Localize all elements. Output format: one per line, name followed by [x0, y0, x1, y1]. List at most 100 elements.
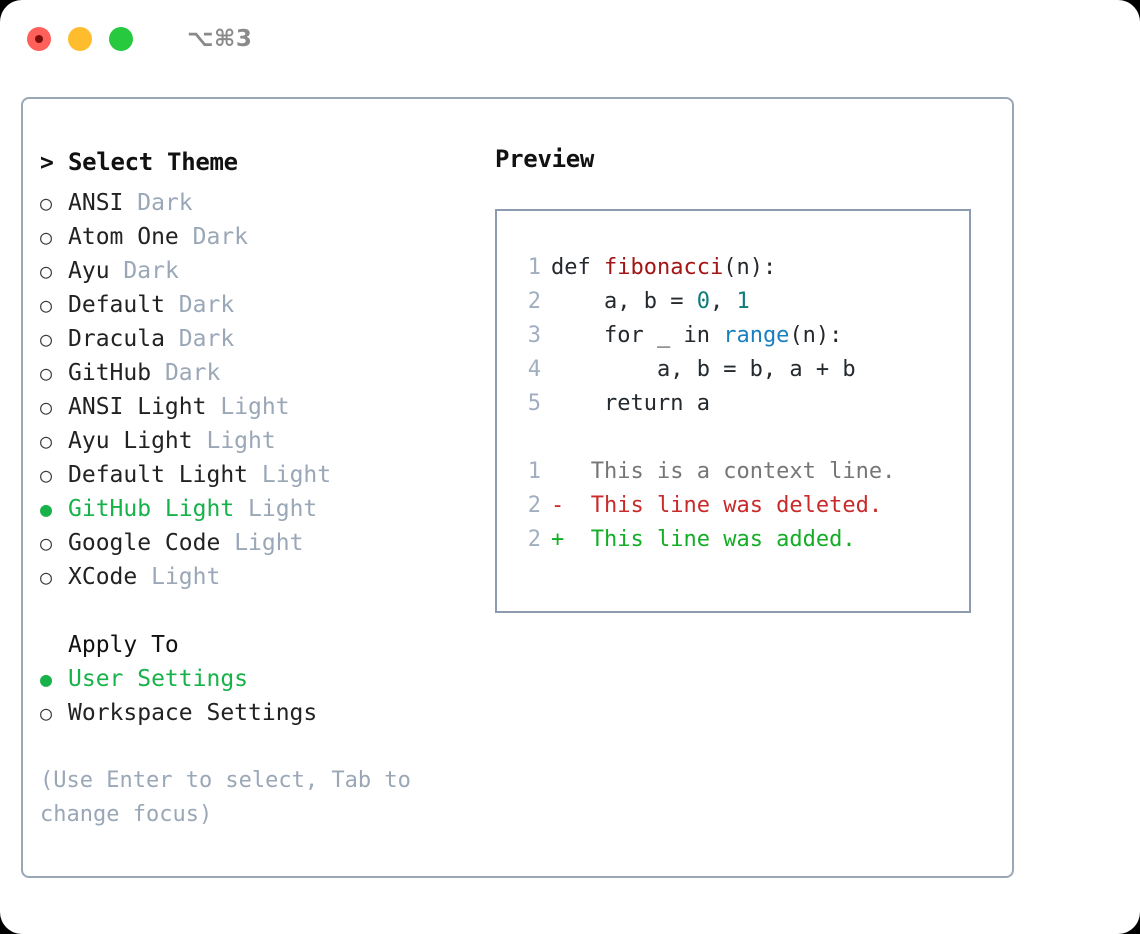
- code-line: 2 a, b = 0, 1: [513, 285, 969, 319]
- theme-name: GitHub Light: [68, 496, 235, 522]
- theme-option[interactable]: ○ Default Light Light: [40, 458, 495, 492]
- theme-variant: Light: [220, 394, 290, 420]
- apply-to-list: ● User Settings ○ Workspace Settings: [40, 662, 495, 730]
- theme-variant: Light: [234, 530, 304, 556]
- theme-name: GitHub: [68, 360, 152, 386]
- code-token: (n):: [789, 323, 843, 348]
- apply-to-label: Apply To: [68, 632, 179, 658]
- title-bar: ⌥⌘3: [0, 0, 1140, 78]
- radio-unselected-icon: ○: [40, 701, 53, 725]
- code-token: ,: [709, 289, 737, 314]
- radio-unselected-icon: ○: [40, 395, 53, 419]
- diff-sign: +: [551, 527, 565, 552]
- diff-text: This is a context line.: [590, 459, 896, 484]
- theme-name: Atom One: [68, 224, 179, 250]
- code-token-number: 1: [736, 289, 750, 314]
- theme-list: ○ ANSI Dark ○ Atom One Dark ○ Ayu Dark ○…: [40, 186, 495, 594]
- theme-option[interactable]: ○ Atom One Dark: [40, 220, 495, 254]
- theme-name: ANSI Light: [68, 394, 207, 420]
- caret-icon: >: [40, 150, 54, 176]
- code-token: return a: [603, 391, 710, 416]
- code-token-function: fibonacci: [603, 255, 724, 280]
- theme-variant: Dark: [123, 258, 179, 284]
- diff-text: This line was added.: [590, 527, 856, 552]
- preview-title: Preview: [495, 145, 595, 173]
- line-number: 2: [527, 527, 541, 552]
- theme-name: Ayu: [68, 258, 110, 284]
- theme-name: Dracula: [68, 326, 165, 352]
- diff-line-added: 2 + This line was added.: [513, 523, 969, 557]
- keyboard-shortcut-label: ⌥⌘3: [187, 26, 253, 52]
- code-token: (n):: [723, 255, 777, 280]
- theme-variant: Dark: [137, 190, 193, 216]
- zoom-button[interactable]: [109, 27, 133, 51]
- theme-option[interactable]: ○ ANSI Light Light: [40, 390, 495, 424]
- traffic-lights: [27, 27, 133, 51]
- code-token-builtin: range: [723, 323, 790, 348]
- apply-to-option-label: User Settings: [68, 666, 249, 692]
- theme-name: ANSI: [68, 190, 124, 216]
- code-token: a, b =: [603, 289, 697, 314]
- line-number: 3: [527, 323, 541, 348]
- theme-name: Default Light: [68, 462, 249, 488]
- radio-selected-icon: ●: [40, 497, 53, 521]
- theme-name: Default: [68, 292, 165, 318]
- main-panel: > Select Theme ○ ANSI Dark ○ Atom One Da…: [21, 97, 1014, 878]
- radio-unselected-icon: ○: [40, 293, 53, 317]
- diff-line-context: 1 This is a context line.: [513, 455, 969, 489]
- radio-selected-icon: ●: [40, 667, 53, 691]
- theme-option[interactable]: ○ XCode Light: [40, 560, 495, 594]
- radio-unselected-icon: ○: [40, 463, 53, 487]
- theme-variant: Light: [261, 462, 332, 488]
- radio-unselected-icon: ○: [40, 565, 53, 589]
- theme-name: Google Code: [68, 530, 221, 556]
- apply-to-option-workspace-settings[interactable]: ○ Workspace Settings: [40, 696, 495, 730]
- theme-option[interactable]: ○ GitHub Dark: [40, 356, 495, 390]
- code-line: 1 def fibonacci(n):: [513, 251, 969, 285]
- radio-unselected-icon: ○: [40, 327, 53, 351]
- theme-variant: Dark: [164, 360, 221, 386]
- diff-sign: -: [551, 493, 565, 518]
- list-spacer: [40, 594, 495, 628]
- theme-option-selected[interactable]: ● GitHub Light Light: [40, 492, 495, 526]
- radio-unselected-icon: ○: [40, 361, 53, 385]
- theme-option[interactable]: ○ Google Code Light: [40, 526, 495, 560]
- select-theme-heading: > Select Theme: [40, 145, 495, 186]
- diff-text: This line was deleted.: [590, 493, 883, 518]
- line-number: 4: [527, 357, 541, 382]
- close-button[interactable]: [27, 27, 51, 51]
- preview-gap: [513, 421, 969, 455]
- theme-selector-column: > Select Theme ○ ANSI Dark ○ Atom One Da…: [40, 145, 495, 832]
- diff-line-deleted: 2 - This line was deleted.: [513, 489, 969, 523]
- line-number: 5: [527, 391, 541, 416]
- theme-name: XCode: [68, 564, 138, 590]
- line-number: 1: [527, 459, 541, 484]
- line-number: 2: [527, 289, 541, 314]
- apply-to-option-user-settings[interactable]: ● User Settings: [40, 662, 495, 696]
- theme-variant: Light: [206, 428, 276, 454]
- theme-option[interactable]: ○ ANSI Dark: [40, 186, 495, 220]
- page-title: Select Theme: [68, 148, 238, 176]
- code-line: 5 return a: [513, 387, 969, 421]
- heading-indent-spacer: [40, 628, 68, 662]
- theme-option[interactable]: ○ Ayu Dark: [40, 254, 495, 288]
- preview-box: 1 def fibonacci(n): 2 a, b = 0, 1 3 for …: [495, 209, 971, 613]
- line-number: 2: [527, 493, 541, 518]
- theme-variant: Dark: [178, 292, 235, 318]
- code-indent: [551, 285, 604, 319]
- theme-option[interactable]: ○ Ayu Light Light: [40, 424, 495, 458]
- apply-to-heading: Apply To: [40, 628, 495, 662]
- apply-to-option-label: Workspace Settings: [68, 700, 318, 726]
- theme-option[interactable]: ○ Dracula Dark: [40, 322, 495, 356]
- code-token: for _ in: [603, 323, 724, 348]
- radio-unselected-icon: ○: [40, 429, 53, 453]
- code-indent: [551, 387, 604, 421]
- theme-option[interactable]: ○ Default Dark: [40, 288, 495, 322]
- theme-name: Ayu Light: [68, 428, 193, 454]
- code-sample: 1 def fibonacci(n): 2 a, b = 0, 1 3 for …: [513, 251, 969, 421]
- code-token: a, b = b, a + b: [656, 357, 856, 382]
- theme-variant: Light: [248, 496, 318, 522]
- minimize-button[interactable]: [68, 27, 92, 51]
- theme-variant: Dark: [178, 326, 235, 352]
